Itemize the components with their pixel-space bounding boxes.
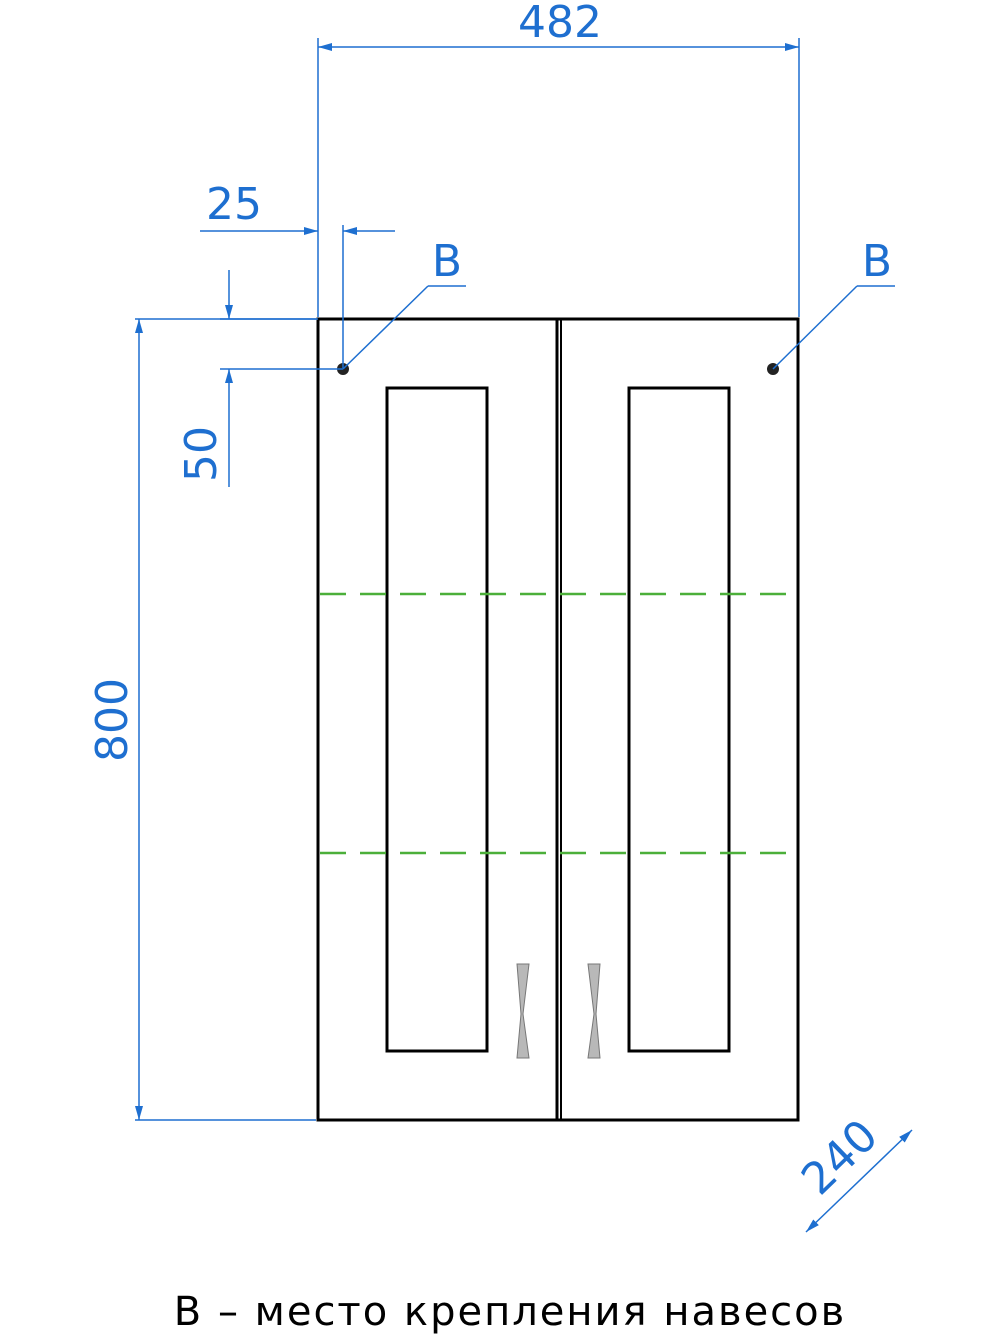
marker-right: B [772, 236, 895, 370]
left-handle [516, 963, 530, 1059]
marker-left-label: B [432, 236, 462, 287]
width-dimension: 482 [317, 0, 800, 317]
right-door-panel [627, 386, 731, 1053]
height-label: 800 [87, 678, 138, 762]
right-handle [587, 963, 601, 1059]
depth-dimension: 240 [792, 1110, 913, 1233]
marker-left: B [342, 236, 466, 370]
depth-label: 240 [792, 1110, 888, 1205]
height-dimension: 800 [87, 318, 316, 1121]
legend-caption: В – место крепления навесов [174, 1289, 846, 1335]
cabinet-body [316, 317, 800, 1122]
hole-offset-x-label: 25 [206, 179, 262, 230]
width-label: 482 [518, 0, 602, 48]
left-door-panel [385, 386, 489, 1053]
hole-offset-x-dimension: 25 [200, 179, 395, 368]
hole-offset-y-label: 50 [176, 426, 227, 482]
marker-right-label: B [862, 236, 892, 287]
